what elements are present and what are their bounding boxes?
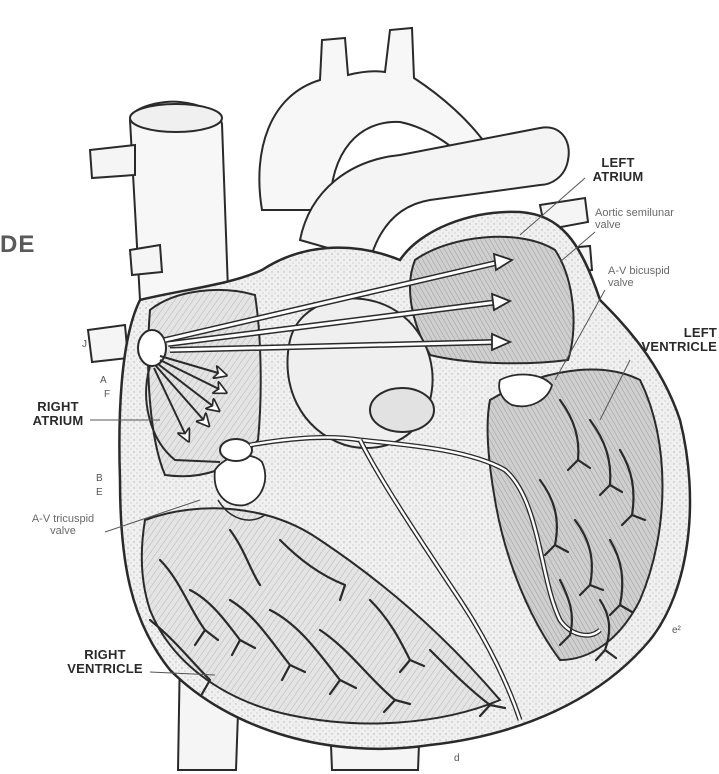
label-av-tricuspid-valve: A-V tricuspid valve <box>8 514 118 537</box>
marker-b: B <box>96 474 103 485</box>
marker-a: A <box>100 376 107 387</box>
label-right-ventricle: RIGHT VENTRICLE <box>55 648 155 675</box>
label-aortic-semilunar-valve: Aortic semilunar valve <box>595 208 719 231</box>
label-node-fragment: DE <box>0 232 35 257</box>
label-right-atrium: RIGHT ATRIUM <box>22 400 94 427</box>
marker-j: J <box>82 340 87 351</box>
label-left-atrium: LEFT ATRIUM <box>578 156 658 183</box>
marker-f: F <box>104 390 110 401</box>
label-av-bicuspid-valve: A-V bicuspid valve <box>608 266 708 289</box>
marker-d: d <box>454 754 460 765</box>
label-left-ventricle: LEFT VENTRICLE <box>600 326 717 353</box>
marker-e2: e² <box>672 626 681 637</box>
marker-e: E <box>96 488 103 499</box>
av-node <box>220 439 252 461</box>
